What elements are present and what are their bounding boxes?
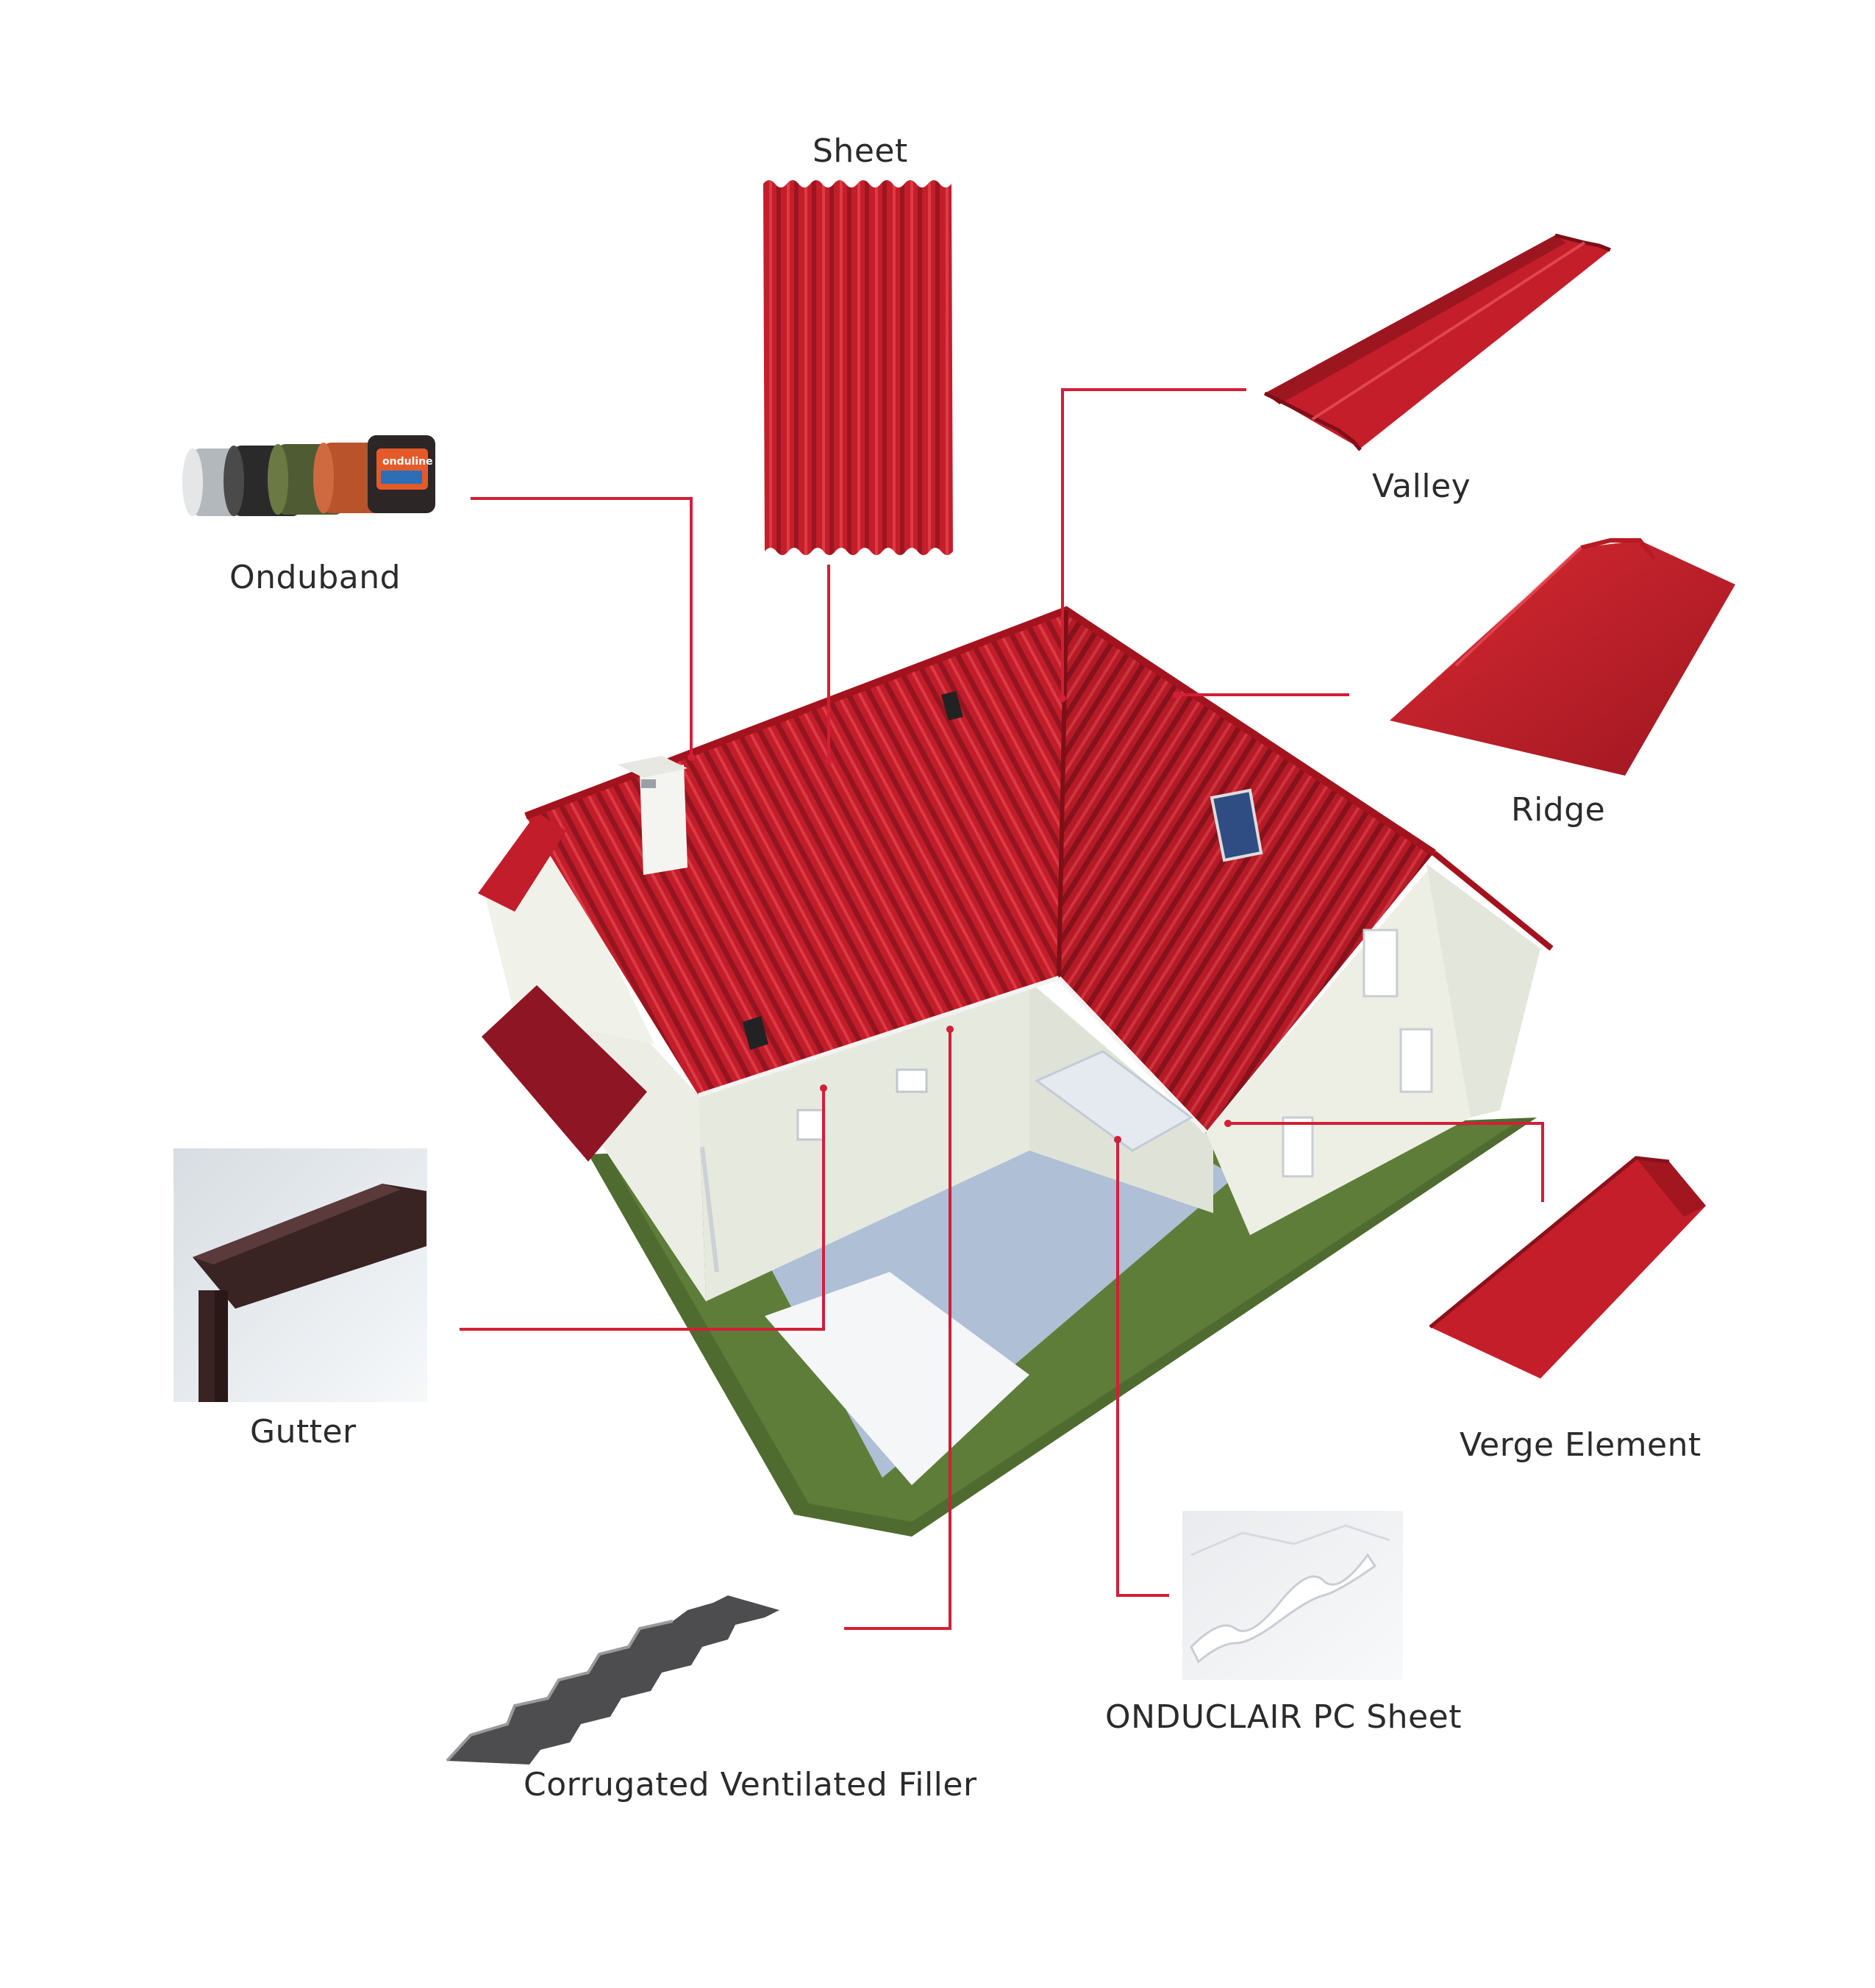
onduband-product-image: onduline: [182, 435, 435, 516]
courtyard-back-wall: [699, 982, 1029, 1301]
pc-canopy: [1035, 1050, 1193, 1152]
valley-product-image: [1263, 233, 1611, 451]
leader-verge: [1228, 1122, 1544, 1202]
gable-windows: [1282, 929, 1433, 1178]
roof-right-slope: [1059, 610, 1434, 1132]
label-onduband: Onduband: [229, 559, 401, 596]
leader-endpoints: [688, 691, 1232, 1143]
porch-canopy: [482, 985, 647, 1162]
label-sheet: Sheet: [813, 132, 908, 170]
tape-roll-branded: onduline: [368, 435, 435, 513]
leader-lines: [460, 388, 1544, 1630]
roof-left-slope: [526, 610, 1066, 1095]
leader-valley: [1061, 388, 1246, 698]
gutter-product-image: [174, 1148, 427, 1402]
label-ridge: Ridge: [1511, 791, 1606, 829]
sheet-product-image: [763, 180, 953, 555]
leader-gutter: [460, 1088, 825, 1331]
leader-onduband: [471, 497, 693, 757]
label-onduclair-pc-sheet: ONDUCLAIR PC Sheet: [1105, 1698, 1462, 1736]
verge-product-image: [1429, 1156, 1706, 1379]
label-corrugated-ventilated-filler: Corrugated Ventilated Filler: [524, 1766, 977, 1803]
filler-product-image: [446, 1595, 779, 1764]
roof-vent: [743, 1016, 768, 1050]
house-illustration: [478, 606, 1554, 1537]
leader-filler: [844, 1029, 951, 1630]
chimney: [618, 756, 688, 875]
roof-vent: [941, 691, 963, 721]
label-gutter: Gutter: [250, 1413, 357, 1451]
pc-sheet-product-image: [1182, 1511, 1403, 1680]
label-valley: Valley: [1372, 468, 1471, 505]
leader-pc-sheet: [1116, 1140, 1169, 1597]
label-verge-element: Verge Element: [1460, 1426, 1701, 1464]
ridge-product-image: [1390, 538, 1735, 776]
onduband-brand: onduline: [382, 456, 433, 468]
skylight-window: [1210, 788, 1263, 862]
